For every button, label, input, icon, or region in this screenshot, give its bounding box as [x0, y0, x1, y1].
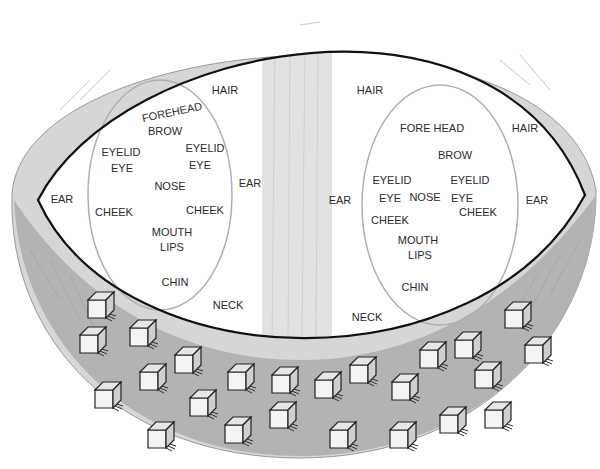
part-label: EYELID	[185, 142, 224, 154]
part-label: LIPS	[408, 249, 432, 261]
part-label: EYELID	[450, 174, 489, 186]
part-label: EYELID	[101, 146, 140, 158]
part-label: CHEEK	[95, 206, 133, 218]
part-label: CHEEK	[371, 214, 409, 226]
part-label: MOUTH	[152, 226, 192, 238]
part-label: HAIR	[212, 84, 238, 96]
part-label: BROW	[148, 125, 182, 137]
part-label: EYE	[111, 162, 133, 174]
part-label: HAIR	[357, 84, 383, 96]
part-label: FORE HEAD	[400, 122, 464, 134]
part-label: CHIN	[162, 276, 189, 288]
part-label: EAR	[329, 194, 352, 206]
part-label: MOUTH	[398, 234, 438, 246]
part-label: EAR	[239, 177, 262, 189]
part-label: EYE	[379, 192, 401, 204]
part-label: LIPS	[160, 241, 184, 253]
part-label: EAR	[526, 194, 549, 206]
part-label: EYE	[451, 192, 473, 204]
part-label: EAR	[51, 193, 74, 205]
part-label: CHEEK	[186, 204, 224, 216]
part-label: NOSE	[409, 191, 440, 203]
part-label: NECK	[352, 311, 383, 323]
part-label: NOSE	[154, 180, 185, 192]
part-label: CHEEK	[459, 206, 497, 218]
part-label: EYE	[189, 159, 211, 171]
part-label: NECK	[213, 299, 244, 311]
part-label: EYELID	[372, 174, 411, 186]
part-label: HAIR	[512, 122, 538, 134]
part-label: BROW	[438, 149, 472, 161]
part-label: CHIN	[402, 281, 429, 293]
